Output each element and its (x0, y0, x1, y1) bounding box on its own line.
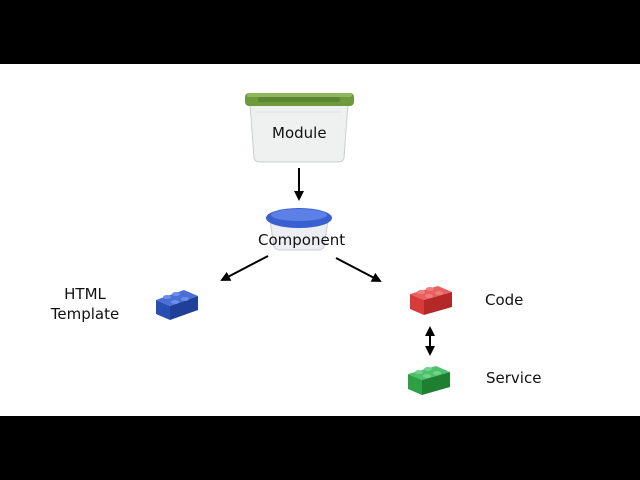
diagram-canvas: Module Component HTML Template Code Serv… (0, 64, 640, 416)
letterbox-bottom (0, 416, 640, 480)
code-label: Code (485, 291, 524, 309)
storage-bin-icon (245, 93, 354, 163)
module-label: Module (272, 124, 327, 142)
diagram-svg (156, 93, 452, 395)
html-template-label: HTML Template (50, 284, 120, 324)
arrow-component-to-code (335, 257, 382, 282)
arrow-component-to-html-template (220, 255, 269, 281)
html-template-label-line2: Template (50, 305, 120, 323)
service-label: Service (486, 369, 542, 387)
html-template-label-line1: HTML (64, 285, 106, 303)
food-container-icon (266, 208, 332, 251)
red-lego-brick-icon (410, 286, 452, 315)
green-lego-brick-icon (408, 366, 450, 395)
blue-lego-brick-icon (156, 290, 198, 320)
letterbox-top (0, 0, 640, 64)
component-label: Component (258, 231, 346, 249)
